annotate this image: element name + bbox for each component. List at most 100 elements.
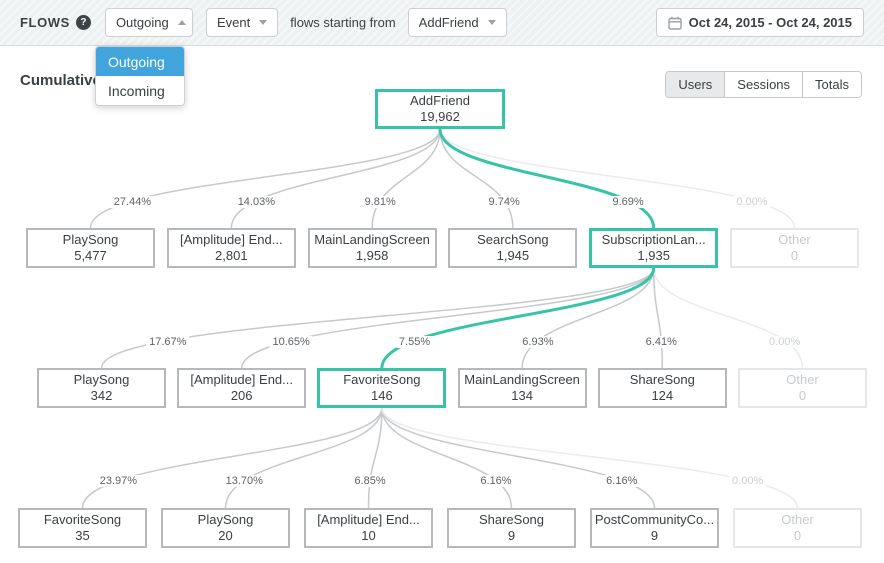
view-toggle-group: Users Sessions Totals	[665, 71, 862, 98]
flow-node[interactable]: [Amplitude] End...10	[304, 508, 433, 548]
flow-curve	[224, 407, 383, 509]
flow-node-name: [Amplitude] End...	[179, 232, 283, 247]
flow-percent-label: 0.00%	[766, 336, 804, 348]
flow-node-name: PlaySong	[73, 372, 130, 387]
flow-curve	[230, 128, 441, 229]
flow-percent-label: 17.67%	[146, 336, 190, 348]
flow-percent-label: 6.16%	[603, 475, 641, 487]
flow-node-value: 134	[511, 388, 533, 403]
menu-item-incoming[interactable]: Incoming	[96, 76, 184, 105]
flow-curve	[371, 128, 441, 229]
flow-node-value: 9	[507, 528, 516, 543]
flow-curve	[367, 407, 383, 509]
flow-curve	[439, 128, 514, 229]
date-range-label: Oct 24, 2015 - Oct 24, 2015	[688, 15, 852, 30]
date-range-button[interactable]: Oct 24, 2015 - Oct 24, 2015	[655, 8, 864, 37]
flow-node-name: Other	[786, 372, 819, 387]
flow-curve	[380, 267, 656, 369]
flow-node-value: 124	[651, 388, 674, 403]
flow-node-name: [Amplitude] End...	[317, 512, 420, 527]
flow-node[interactable]: SubscriptionLan...1,935	[589, 228, 719, 268]
flow-curve	[89, 128, 441, 229]
event-type-dropdown[interactable]: Event	[205, 8, 279, 37]
flow-node-value: 20	[218, 528, 233, 543]
toggle-users[interactable]: Users	[666, 72, 726, 97]
flow-percent-label: 9.81%	[361, 196, 399, 208]
page-title: FLOWS	[20, 15, 70, 30]
flow-node[interactable]: [Amplitude] End...2,801	[166, 228, 296, 268]
flow-node-name: Other	[781, 512, 814, 527]
flow-node-name: Other	[778, 232, 811, 247]
flows-starting-from-label: flows starting from	[290, 15, 396, 30]
flow-node-name: MainLandingScreen	[314, 232, 430, 247]
flow-percent-label: 6.93%	[519, 336, 557, 348]
flow-node-name: ShareSong	[478, 512, 545, 527]
flow-node-name: SubscriptionLan...	[601, 232, 706, 247]
menu-item-outgoing[interactable]: Outgoing	[96, 47, 184, 76]
flow-node-value: 1,958	[355, 248, 389, 263]
flow-node-name: PlaySong	[62, 232, 119, 247]
flow-curve	[240, 267, 655, 369]
flow-node-value: 146	[371, 388, 393, 403]
toggle-sessions[interactable]: Sessions	[725, 72, 804, 97]
direction-dropdown[interactable]: Outgoing	[104, 8, 193, 37]
flow-node-value: 19,962	[420, 109, 460, 124]
flow-node-value: 206	[230, 388, 253, 403]
flow-curve	[81, 407, 383, 509]
help-icon[interactable]: ?	[75, 15, 91, 30]
flow-node-name: FavoriteSong	[343, 372, 421, 387]
flow-percent-label: 10.65%	[269, 336, 313, 348]
toggle-totals[interactable]: Totals	[803, 72, 861, 97]
top-bar: FLOWS ? Outgoing Event flows starting fr…	[0, 0, 884, 46]
flow-node[interactable]: PostCommunityCo...9	[590, 508, 719, 548]
flow-percent-label: 27.44%	[110, 196, 155, 208]
flow-curve	[100, 267, 655, 369]
flow-curve	[521, 267, 655, 369]
flow-node-name: SearchSong	[477, 232, 549, 247]
flow-percent-label: 9.69%	[609, 196, 647, 208]
flow-node-name: FavoriteSong	[43, 512, 122, 527]
flow-node-value: 342	[90, 388, 113, 403]
flow-node-value: 5,477	[74, 248, 107, 263]
flow-node[interactable]: [Amplitude] End...206	[177, 368, 307, 408]
flow-curve	[652, 267, 804, 369]
flow-node-value: 0	[793, 528, 802, 543]
flow-percent-label: 6.16%	[477, 475, 515, 487]
caret-down-icon	[487, 20, 496, 25]
flow-node-name: PostCommunityCo...	[594, 512, 715, 527]
flow-percent-label: 7.55%	[395, 336, 434, 348]
cumulative-label: Cumulative	[20, 72, 101, 89]
flow-percent-label: 0.00%	[733, 196, 771, 208]
flow-node-value: 0	[790, 248, 799, 263]
flow-curve	[439, 128, 796, 229]
event-type-dropdown-value: Event	[216, 15, 251, 30]
flow-percent-label: 23.97%	[96, 475, 141, 487]
flow-node-value: 9	[650, 528, 659, 543]
start-event-dropdown-value: AddFriend	[418, 15, 479, 30]
direction-dropdown-value: Outgoing	[115, 15, 169, 30]
flow-curve	[381, 407, 513, 509]
direction-dropdown-menu: Outgoing Incoming	[95, 46, 185, 106]
flow-node-name: ShareSong	[629, 372, 695, 387]
flow-node-name: MainLandingScreen	[464, 372, 580, 387]
flow-percent-label: 9.74%	[485, 196, 523, 208]
flow-percent-label: 14.03%	[234, 196, 278, 208]
flow-curve	[381, 407, 656, 509]
flow-curve	[381, 407, 799, 509]
start-event-dropdown[interactable]: AddFriend	[407, 8, 507, 37]
